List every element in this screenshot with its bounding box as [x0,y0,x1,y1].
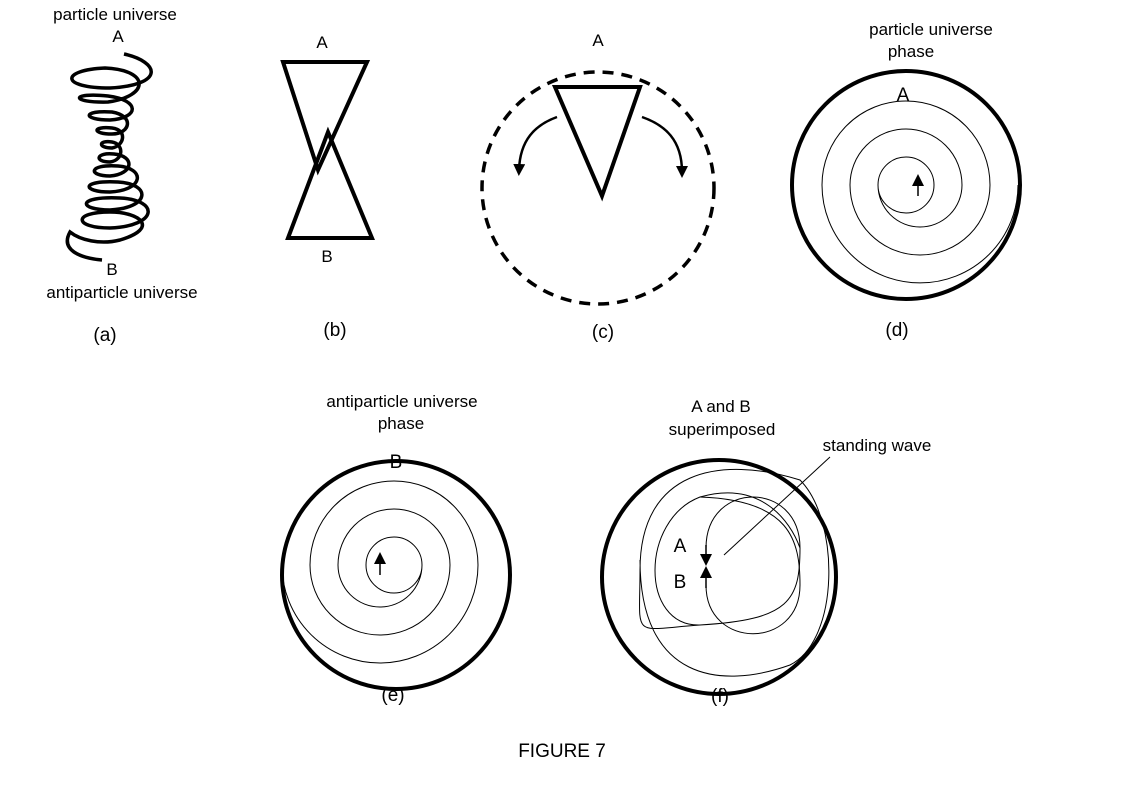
dashed-circle [480,70,716,306]
title-line2: superimposed [669,420,776,439]
spiral [821,100,1019,284]
letter-a: A [316,33,328,52]
figure-title: FIGURE 7 [518,741,606,762]
top-triangle [280,60,371,176]
caption-a: (a) [93,325,116,346]
letter-a: A [592,31,604,50]
annotation-leader-line [723,456,831,556]
panel-e: antiparticle universe phase B (e) [280,392,512,706]
caption-e: (e) [381,685,404,706]
letter-a: A [897,85,910,106]
caption-c: (c) [592,322,614,343]
standing-wave-label: standing wave [823,436,932,455]
title-line1: antiparticle universe [326,392,477,411]
title-line1: particle universe [869,20,993,39]
spiral-a [654,492,801,626]
caption-d: (d) [885,320,908,341]
title-line2: phase [888,42,934,61]
phase-circle [280,459,512,691]
spiral [281,480,479,664]
title-line1: A and B [691,397,751,416]
antiparticle-universe-label: antiparticle universe [46,283,197,302]
panel-f: A and B superimposed standing wave A B (… [600,397,932,707]
panel-d: particle universe phase A (d) [790,20,1022,341]
panel-b: A B (b) [280,33,375,341]
title-line2: phase [378,414,424,433]
letter-b: B [106,260,117,279]
right-curved-arrow [641,115,688,178]
caption-f: (f) [711,686,729,707]
phase-circle [790,69,1022,301]
letter-a: A [674,536,687,557]
letter-a: A [112,27,124,46]
bottom-triangle [285,126,375,240]
panel-a: particle universe A B antiparticle unive… [46,5,197,346]
left-curved-arrow [513,115,558,176]
phase-circle [600,458,838,696]
caption-b: (b) [323,320,346,341]
triangle [551,85,643,202]
helix [65,52,153,262]
letter-b: B [321,247,332,266]
letter-b: B [674,572,687,593]
particle-universe-label: particle universe [53,5,177,24]
panel-c: A (c) [480,31,716,343]
spiral-b [639,468,830,677]
